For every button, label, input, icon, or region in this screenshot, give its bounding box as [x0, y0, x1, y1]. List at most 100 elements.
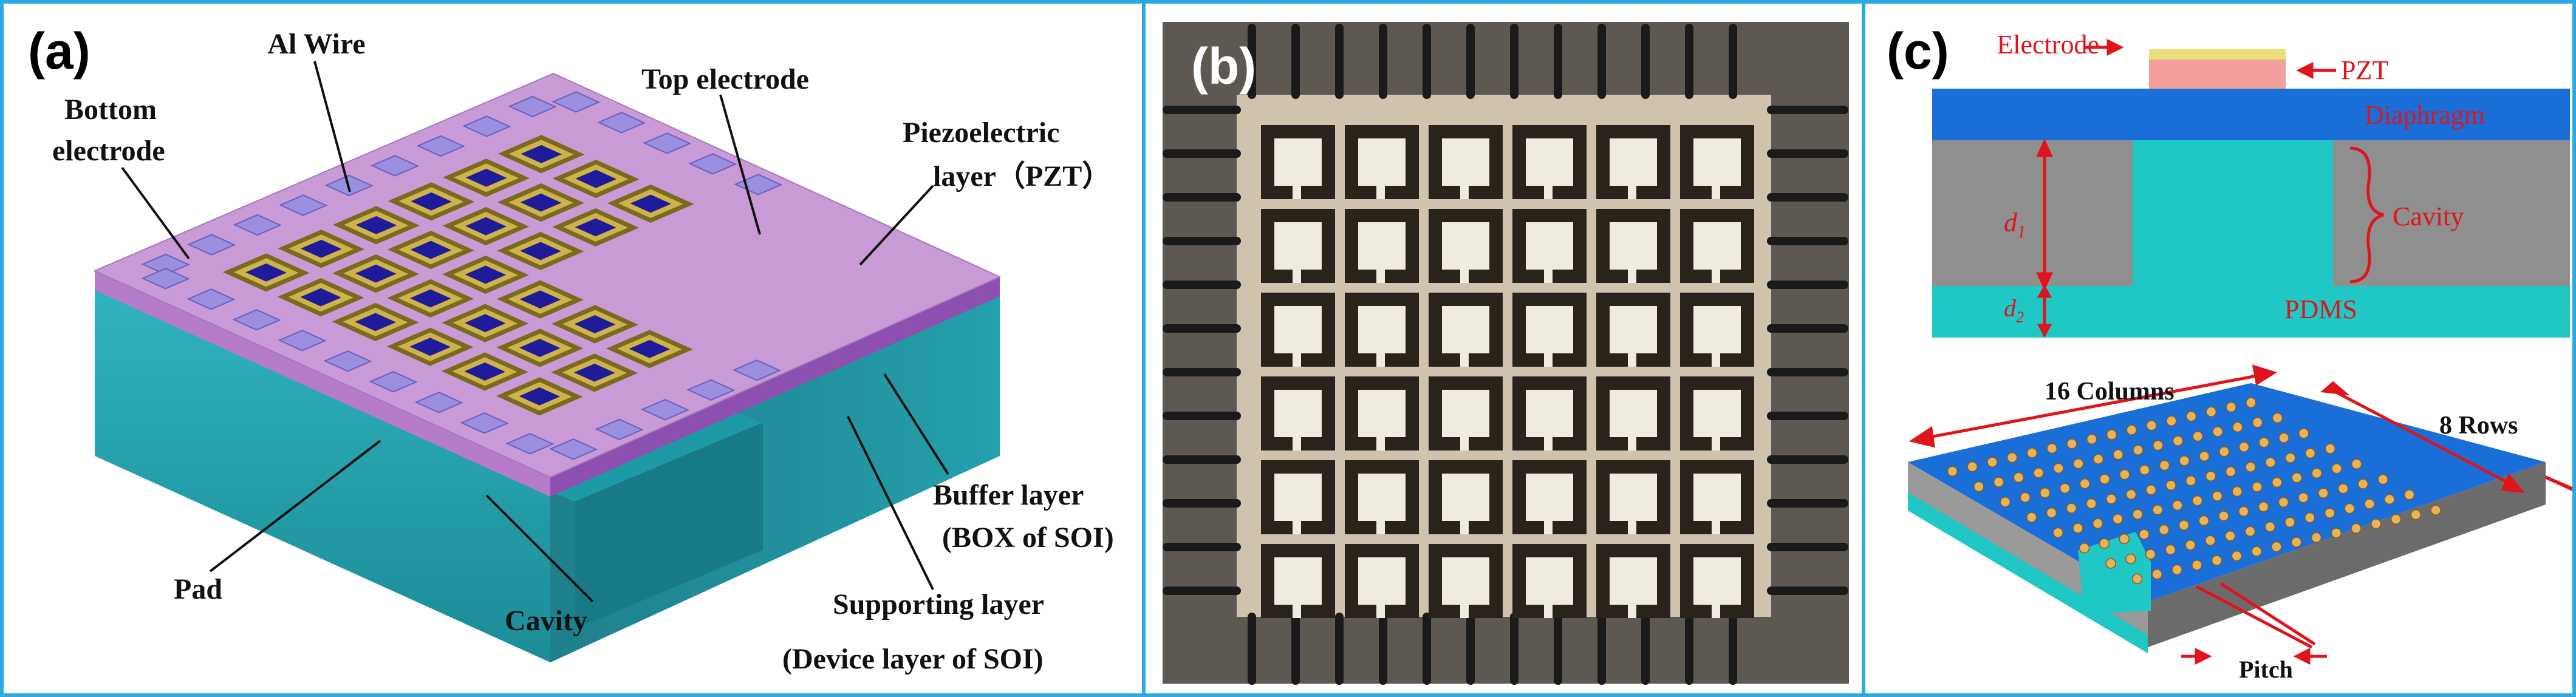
silicon-left [1932, 140, 2133, 286]
array-arrows [1908, 364, 2525, 665]
transducer-dot [2072, 523, 2083, 534]
transducer-dot [2119, 469, 2130, 480]
element-electrode [1610, 222, 1657, 270]
element-lead [1628, 270, 1636, 283]
element-electrode [1442, 390, 1489, 437]
transducer-dot [2252, 481, 2263, 492]
top-electrode-cell [574, 315, 616, 333]
element-electrode [1274, 306, 1322, 353]
transducer-dot [2232, 421, 2243, 433]
transducer-dot [2119, 533, 2130, 545]
transducer-dot [2278, 497, 2289, 508]
transducer-dot [2272, 412, 2283, 424]
element-lead [1460, 437, 1469, 450]
transducer-dot [2205, 535, 2216, 546]
transducer-dot [2053, 463, 2064, 474]
transducer-dot [1993, 477, 2004, 488]
bond-pad [462, 115, 511, 137]
transducer-dot [2337, 483, 2349, 494]
transducer-dot [2357, 478, 2369, 489]
element-electrode [1610, 474, 1657, 521]
top-electrode-cell [300, 239, 342, 258]
top-electrode-cell [245, 263, 287, 282]
element-electrode [1693, 390, 1741, 437]
transducer-dot [2092, 518, 2103, 529]
element-lead [1628, 521, 1636, 534]
transducer-dot [2390, 514, 2402, 525]
element-lead [1712, 521, 1720, 534]
bond-pad [688, 153, 737, 175]
top-electrode-cell [355, 264, 397, 283]
transducer-dot [1947, 466, 1958, 477]
element-lead [1293, 605, 1301, 618]
element-lead [1460, 270, 1469, 283]
callout-pad: Pad [174, 573, 222, 605]
transducer-dot [2238, 506, 2249, 517]
element-lead [1544, 353, 1553, 367]
buffer-layer-left [95, 271, 550, 497]
transducer-dot [2079, 478, 2091, 489]
transducer-dot [1967, 461, 1978, 472]
transducer-dot [2020, 492, 2031, 503]
transducer-dot [2238, 441, 2250, 453]
top-electrode-cell [409, 338, 451, 356]
transducer-dot [2246, 397, 2257, 408]
element-lead [1293, 270, 1301, 283]
element-lead [1460, 521, 1469, 534]
bond-pad [686, 379, 736, 401]
transducer-dot [2311, 532, 2322, 543]
bond-pad [187, 234, 236, 256]
transducer-dot [2033, 467, 2044, 478]
label-pdms: PDMS [2284, 294, 2357, 324]
element-electrode [1358, 222, 1406, 270]
transducer-dot [2364, 498, 2375, 509]
element-electrode [1610, 390, 1657, 437]
element-lead [1712, 270, 1720, 283]
callout-support-line2: (Device layer of SOI) [782, 643, 1044, 675]
array-top-surface [1908, 383, 2546, 602]
element-lead [1376, 437, 1385, 450]
array-notch [2078, 532, 2151, 614]
transducer-dot [2252, 417, 2263, 428]
bond-pad [552, 91, 601, 113]
transducer-dot [2212, 426, 2223, 437]
transducer-dot [2066, 438, 2077, 449]
transducer-dot [2325, 443, 2336, 454]
element-lead [1376, 521, 1385, 534]
panel-a-label: (a) [28, 22, 91, 80]
callout-bottom-electrode-line1: Bottom [64, 93, 157, 126]
transducer-dot [2113, 449, 2123, 460]
transducer-dot [2026, 512, 2037, 523]
transducer-dot [2244, 526, 2256, 537]
bond-pad [278, 330, 327, 352]
transducer-dot [2145, 484, 2157, 495]
bond-pad [460, 412, 509, 434]
element-lead [1376, 186, 1385, 199]
top-electrode-cell [573, 363, 615, 382]
transducer-dot [2079, 542, 2090, 554]
transducer-dot [2278, 432, 2289, 443]
bond-pad [141, 268, 190, 290]
element-lead [1712, 605, 1720, 618]
transducer-dot [2152, 504, 2163, 515]
diaphragm-layer [1932, 89, 2570, 140]
element-electrode [1274, 390, 1322, 437]
cavity-region [2133, 140, 2333, 286]
cross-section-and-array: Electrode PZT Diaphragm Cavity d1 d2 PDM… [1908, 30, 2572, 683]
bond-pads [141, 91, 783, 460]
transducer-dot [2112, 514, 2123, 525]
element-electrode [1274, 222, 1322, 270]
transducer-dot [2105, 558, 2116, 569]
bond-pad [640, 399, 690, 421]
bond-pad [369, 371, 418, 393]
transducer-dot [2344, 503, 2356, 514]
transducer-dot [2072, 458, 2084, 469]
element-electrode [1693, 222, 1741, 270]
label-16-columns: 16 Columns [2045, 378, 2175, 406]
top-electrode-cell [410, 240, 452, 259]
top-electrode-cell [300, 288, 342, 307]
transducer-dot [2291, 472, 2303, 483]
bond-pad [734, 174, 783, 195]
bond-pad [595, 418, 644, 441]
callout-support-line1: Supporting layer [833, 588, 1044, 620]
